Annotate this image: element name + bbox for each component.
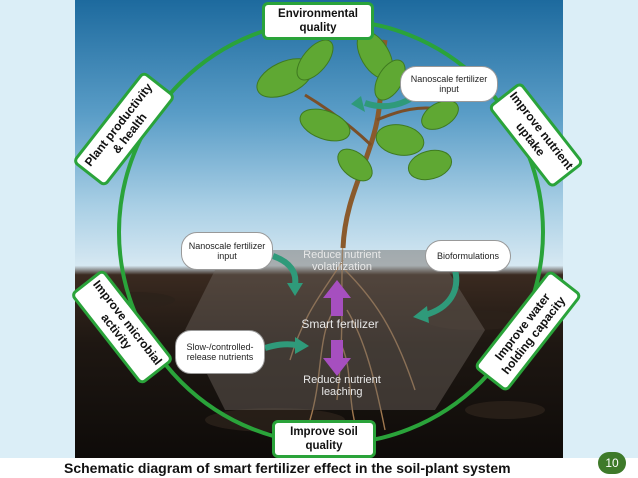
purple-down-arrow [323, 340, 351, 376]
soil-plant-photo: Nanoscale fertilizer input Nanoscale fer… [75, 0, 563, 458]
teal-arrow-left [271, 253, 299, 286]
purple-up-arrow [323, 280, 351, 316]
nanoscale-input-bubble-top: Nanoscale fertilizer input [400, 66, 498, 102]
slide-caption: Schematic diagram of smart fertilizer ef… [64, 460, 511, 476]
smart-fertilizer-panel [185, 250, 485, 410]
page-number-badge: 10 [598, 452, 626, 474]
teal-arrow-lower-left [264, 341, 298, 351]
environmental-quality-label: Environmental quality [278, 8, 358, 34]
left-background-band [0, 0, 75, 458]
reduce-leaching-text: Reduce nutrient leaching [303, 374, 381, 398]
bioformulations-label: Bioformulations [436, 251, 500, 261]
improve-soil-quality-box: Improve soil quality [272, 420, 376, 458]
slow-release-label: Slow-/controlled-release nutrients [186, 342, 254, 362]
environmental-quality-box: Environmental quality [262, 2, 374, 40]
right-background-band [563, 0, 638, 458]
improve-soil-quality-label: Improve soil quality [290, 426, 358, 452]
slow-release-bubble: Slow-/controlled-release nutrients [175, 330, 265, 374]
plant-leaves [256, 30, 459, 182]
nanoscale-input-bubble-left: Nanoscale fertilizer input [181, 232, 273, 270]
teal-arrow-right [424, 269, 460, 318]
nanoscale-input-top-label: Nanoscale fertilizer input [410, 74, 488, 94]
reduce-volatilization-text: Reduce nutrient volatilization [303, 249, 381, 273]
smart-fertilizer-text: Smart fertilizer [301, 317, 379, 331]
bioformulations-bubble: Bioformulations [425, 240, 511, 272]
nanoscale-input-left-label: Nanoscale fertilizer input [188, 241, 266, 261]
